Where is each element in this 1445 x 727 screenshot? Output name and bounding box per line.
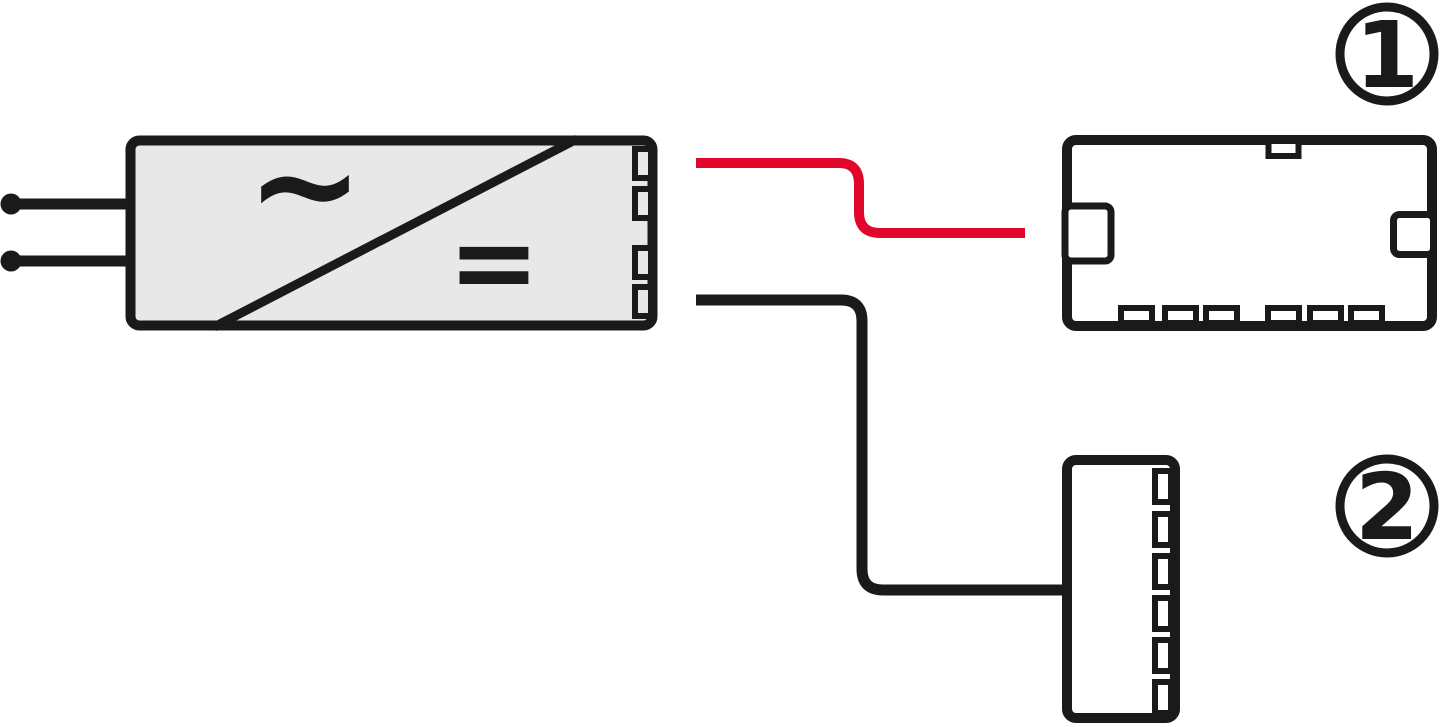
device-2-slot-2 [1152,511,1174,548]
device-2-slot-6 [1152,679,1174,716]
device-2-slot-4 [1152,595,1174,632]
device-1 [1061,135,1437,331]
device-2-slot-1 [1152,468,1174,505]
power-supply-output-slots [632,146,654,319]
callout-2: 2 [1335,454,1439,561]
device-1-left-tab [1061,202,1115,265]
callout-1-circle [1335,2,1439,106]
output-slot-3 [632,245,654,280]
positive-wire-red [696,158,1025,238]
output-slot-2 [632,186,654,221]
mains-terminal-dot-top [0,193,22,215]
device-1-top-notch [1265,138,1302,159]
callout-2-circle [1335,454,1439,558]
device-2 [1062,455,1180,723]
callout-1: 1 [1335,2,1439,109]
device-1-bottom-slot-1 [1118,305,1155,326]
device-1-bottom-slot-2 [1162,305,1199,326]
output-slot-1 [632,146,654,181]
callout-1-label: 1 [1355,2,1419,109]
dc-symbol: = [448,198,540,326]
device-2-slot-5 [1152,637,1174,674]
output-slot-4 [632,284,654,319]
ac-symbol: ~ [246,104,363,267]
device-1-body [1062,135,1437,331]
device-2-slot-3 [1152,553,1174,590]
device-1-right-tab [1390,211,1437,258]
device-1-bottom-slot-4 [1265,305,1302,326]
callout-2-label: 2 [1355,454,1419,561]
device-2-body [1062,455,1180,723]
device-1-bottom-slot-3 [1203,305,1240,326]
device-1-bottom-slots [1118,305,1385,326]
ac-dc-divider [211,135,580,331]
negative-wire-black [696,294,1064,596]
mains-terminal-dot-bottom [0,250,22,272]
device-1-bottom-slot-5 [1307,305,1344,326]
mains-input [0,193,132,272]
device-2-side-slots [1152,468,1174,716]
device-1-bottom-slot-6 [1348,305,1385,326]
power-supply: ~ = [125,104,658,331]
